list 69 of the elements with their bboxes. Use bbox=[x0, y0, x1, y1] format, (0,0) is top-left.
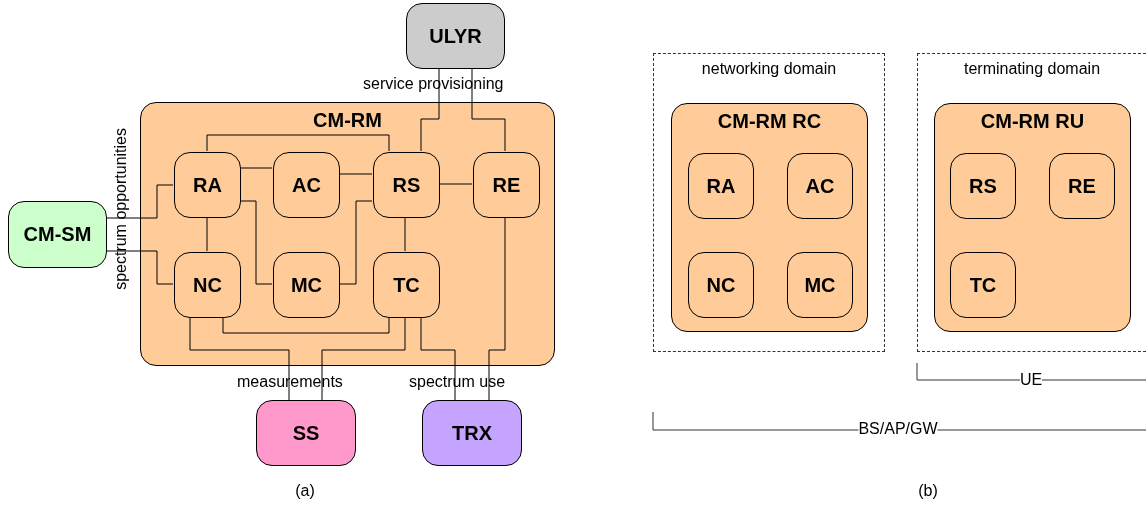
panel-caption: (b) bbox=[918, 482, 938, 500]
box-title: MC bbox=[290, 273, 323, 297]
box-title: AC bbox=[292, 173, 321, 197]
rounded-box bbox=[787, 153, 853, 219]
connector-line bbox=[321, 316, 406, 401]
connector-line bbox=[338, 173, 373, 175]
group-title: CM-RM bbox=[312, 109, 383, 132]
domain-box bbox=[917, 53, 1146, 352]
box-title: TC bbox=[969, 273, 997, 297]
box-title: MC bbox=[804, 273, 836, 297]
rounded-box bbox=[174, 152, 241, 218]
rounded-box bbox=[406, 3, 505, 69]
connector-line bbox=[222, 316, 390, 334]
connector-line bbox=[206, 134, 390, 152]
box-title: RA bbox=[193, 173, 222, 197]
interface-label: service provisioning bbox=[363, 75, 504, 93]
rounded-box bbox=[1049, 153, 1115, 219]
box-title: RS bbox=[969, 174, 997, 198]
box-title: TRX bbox=[452, 421, 492, 445]
connector-line bbox=[239, 200, 273, 285]
box-title: RE bbox=[492, 173, 521, 197]
rounded-box bbox=[787, 252, 853, 318]
group-box bbox=[934, 103, 1131, 332]
interface-label: spectrum use bbox=[409, 373, 506, 391]
domain-title: terminating domain bbox=[962, 60, 1102, 78]
rounded-box bbox=[950, 153, 1016, 219]
group-box bbox=[140, 102, 555, 366]
rounded-box bbox=[373, 152, 440, 218]
domain-title: networking domain bbox=[700, 60, 838, 78]
rounded-box bbox=[473, 152, 540, 218]
connector-line bbox=[239, 167, 273, 169]
connector-line bbox=[106, 184, 174, 219]
box-title: RE bbox=[1068, 174, 1096, 198]
rounded-box bbox=[688, 252, 754, 318]
connector-line bbox=[420, 316, 456, 401]
rounded-box bbox=[174, 252, 241, 318]
box-title: NC bbox=[706, 273, 736, 297]
connector-line bbox=[471, 68, 506, 152]
connector-line bbox=[488, 216, 506, 401]
box-title: CM-SM bbox=[23, 223, 92, 246]
box-title: AC bbox=[805, 174, 835, 198]
interface-label: measurements bbox=[237, 373, 343, 391]
group-title: CM-RM RU bbox=[979, 110, 1086, 133]
rounded-box bbox=[256, 400, 356, 466]
group-title: CM-RM RC bbox=[716, 110, 823, 133]
box-title: TC bbox=[393, 273, 420, 297]
rounded-box bbox=[950, 252, 1016, 318]
rounded-box bbox=[373, 252, 440, 318]
connector-line bbox=[420, 68, 440, 152]
box-title: ULYR bbox=[429, 24, 482, 48]
group-box bbox=[671, 103, 868, 332]
connector-line bbox=[438, 183, 473, 185]
connector-line bbox=[404, 216, 406, 252]
connector-line bbox=[189, 316, 290, 401]
box-title: RA bbox=[706, 174, 736, 198]
connector-line bbox=[106, 250, 174, 285]
domain-box bbox=[653, 53, 885, 352]
connector-line bbox=[206, 216, 208, 252]
interface-label: spectrum opportunities bbox=[112, 128, 130, 290]
rounded-box bbox=[273, 152, 340, 218]
box-title: NC bbox=[193, 273, 222, 297]
box-title: RS bbox=[392, 173, 421, 197]
rounded-box bbox=[688, 153, 754, 219]
box-title: SS bbox=[292, 421, 320, 445]
rounded-box bbox=[422, 400, 522, 466]
rounded-box bbox=[273, 252, 340, 318]
connector-line bbox=[338, 200, 373, 285]
panel-caption: (a) bbox=[295, 482, 315, 500]
rounded-box bbox=[8, 201, 107, 268]
